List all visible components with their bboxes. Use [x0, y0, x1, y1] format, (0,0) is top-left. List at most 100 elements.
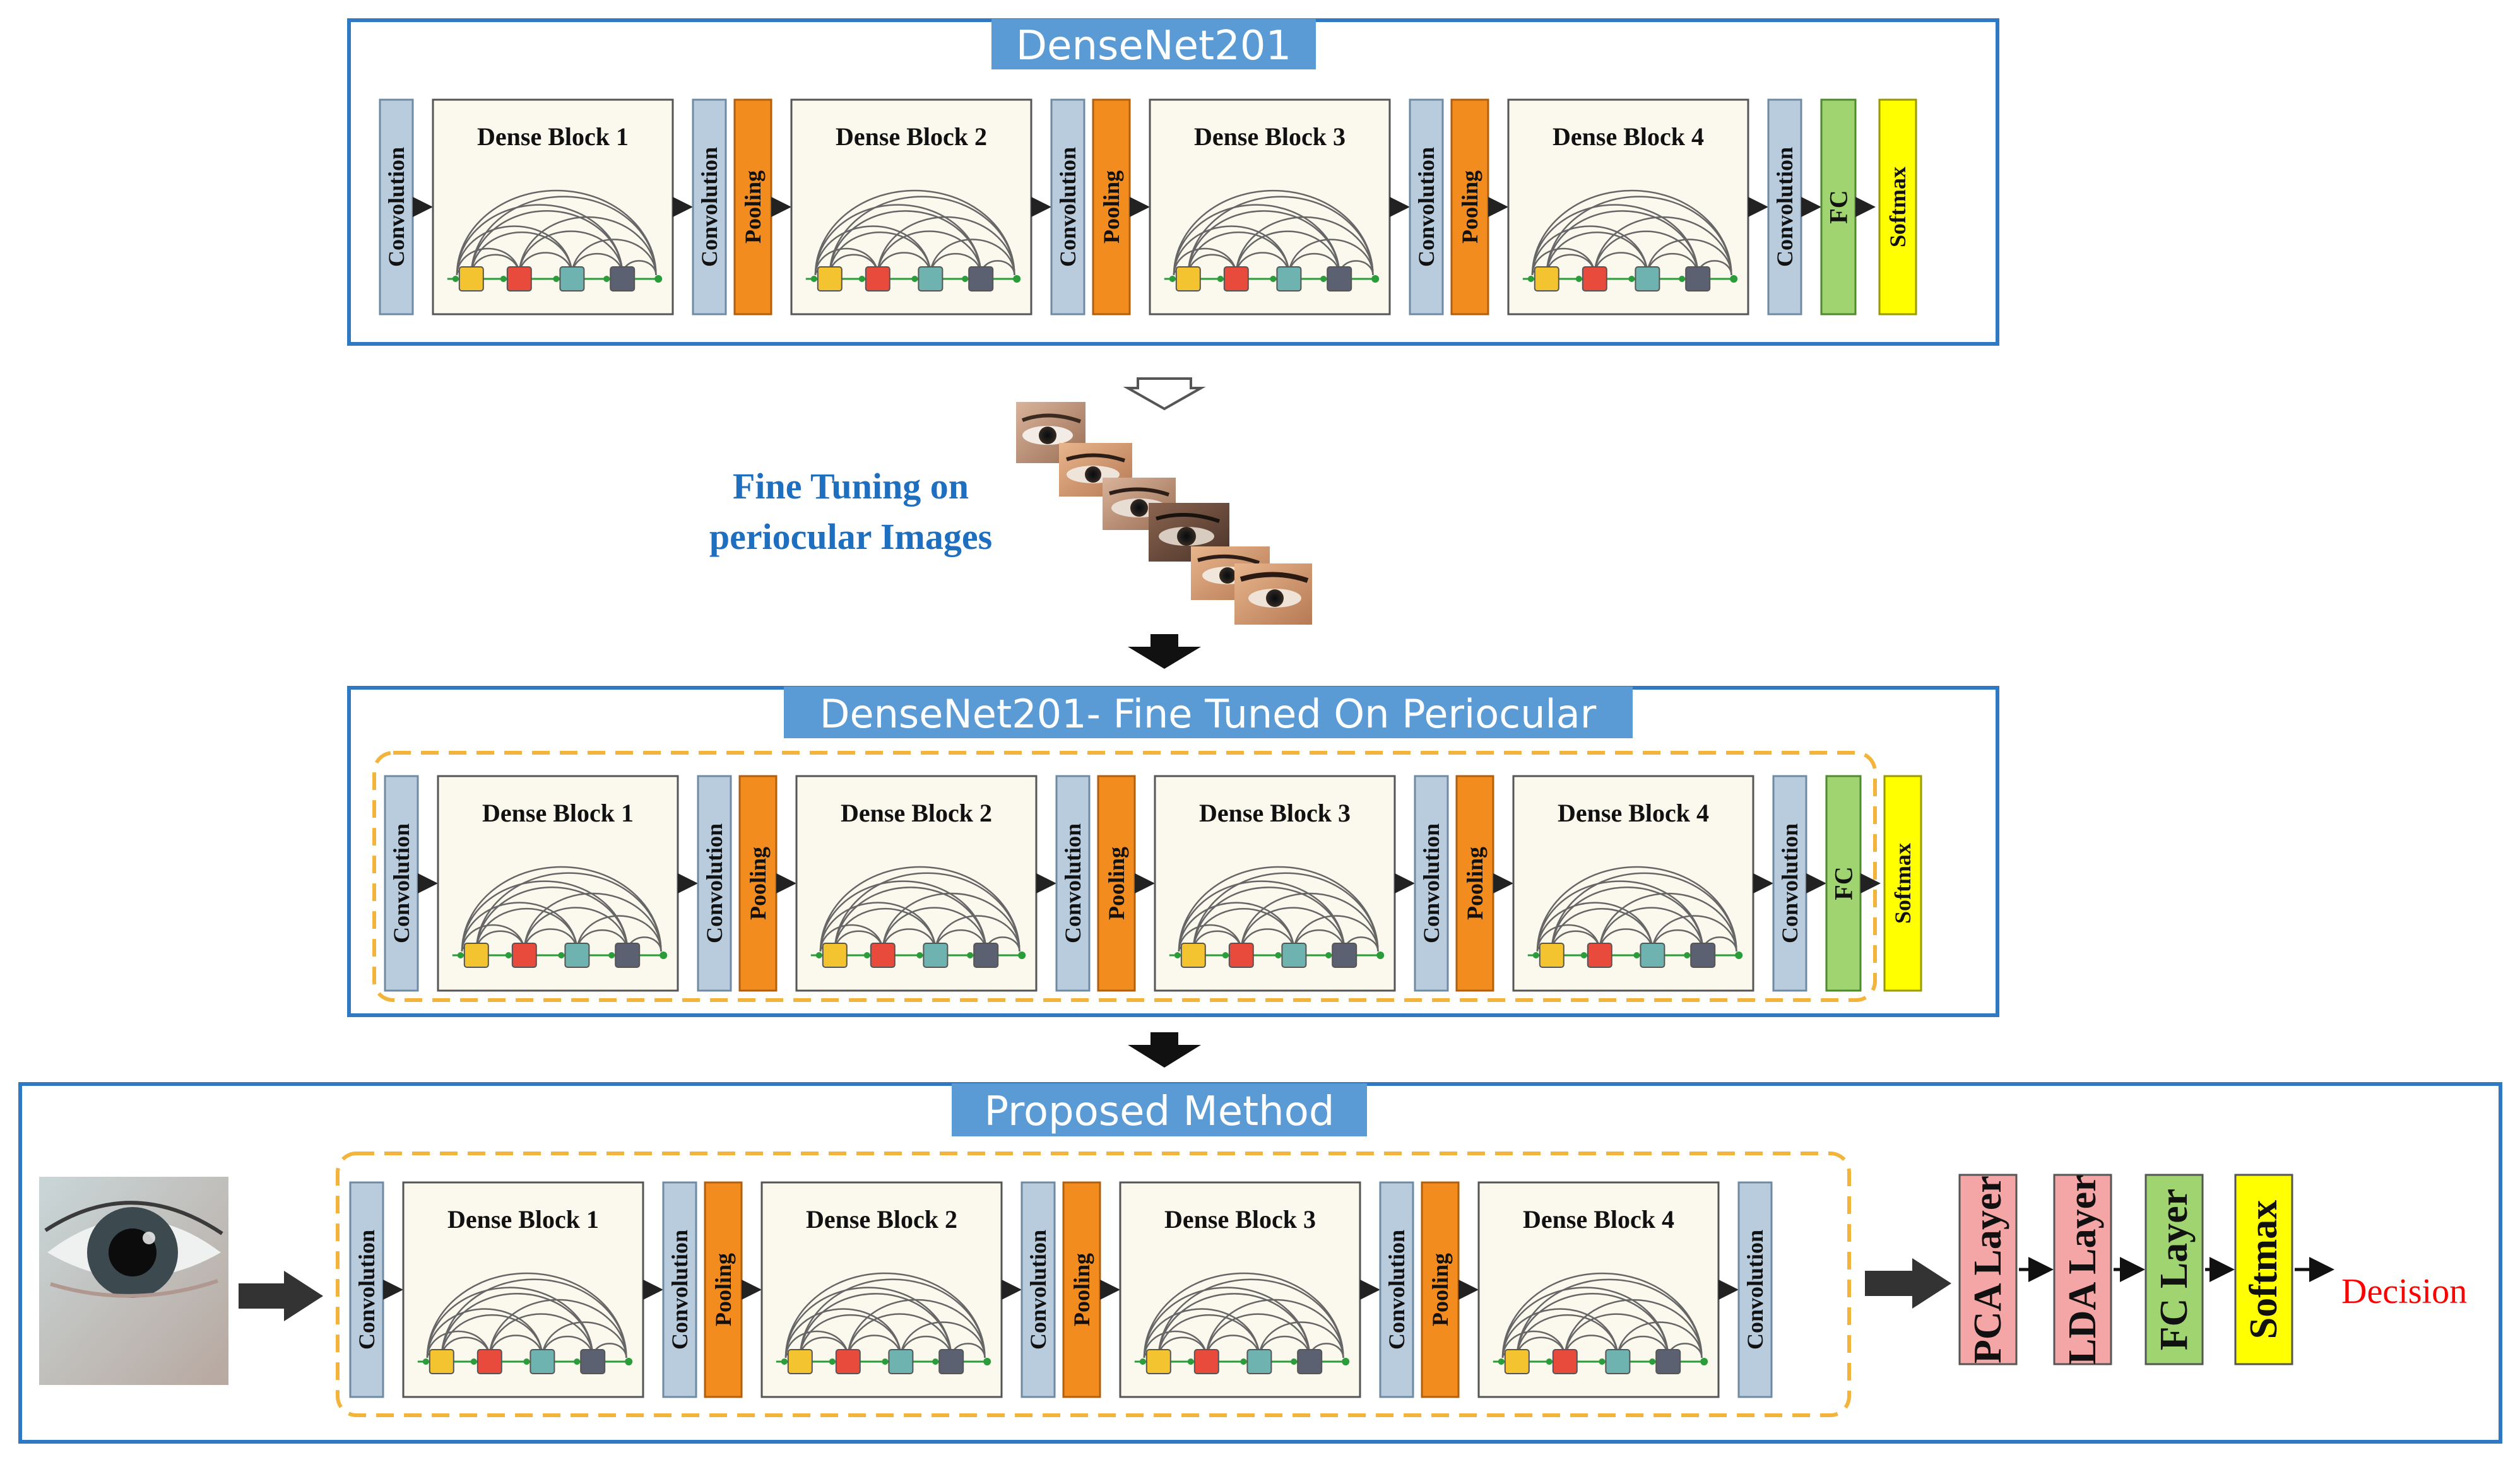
- dense-node: [1193, 1349, 1219, 1374]
- dense-block-label: Dense Block 1: [447, 1205, 599, 1234]
- convolution-layer-label: Convolution: [1055, 147, 1080, 267]
- dense-node: [1332, 943, 1358, 968]
- dense-node: [1504, 1349, 1530, 1374]
- dense-node: [968, 266, 994, 292]
- dense-node: [1552, 1349, 1578, 1374]
- dense-node: [564, 943, 590, 968]
- pooling-layer-label: Pooling: [740, 170, 766, 244]
- convolution-layer: Convolution: [1379, 1181, 1414, 1398]
- pooling-layer-label: Pooling: [1457, 170, 1482, 244]
- pooling-layer-label: Pooling: [1462, 847, 1488, 920]
- convolution-layer-label: Convolution: [1742, 1230, 1768, 1350]
- panel-title-bg-2: [784, 686, 1633, 738]
- hollow-down-arrow: [1123, 377, 1206, 411]
- convolution-layer-label: Convolution: [1384, 1230, 1409, 1350]
- dense-block-3: Dense Block 3: [1119, 1181, 1361, 1398]
- dense-node: [506, 266, 532, 292]
- periocular-image: [1234, 563, 1312, 625]
- panel-title-bg-1: [991, 19, 1316, 69]
- panel-title-1: DenseNet201: [1016, 23, 1291, 69]
- dense-block-label: Dense Block 2: [806, 1205, 957, 1234]
- convolution-layer-label: Convolution: [1772, 147, 1797, 267]
- convolution-layer-label: Convolution: [667, 1230, 692, 1350]
- dense-node: [529, 1349, 555, 1374]
- dense-block-label: Dense Block 3: [1199, 799, 1351, 827]
- pca-layer: PCA Layer: [1958, 1174, 2018, 1365]
- dense-block-2: Dense Block 2: [790, 98, 1032, 315]
- dense-block-1: Dense Block 1: [432, 98, 674, 315]
- convolution-layer-label: Convolution: [384, 147, 409, 267]
- dense-node: [822, 943, 848, 968]
- dashed-group-proposed: [336, 1152, 1851, 1417]
- dense-node: [1635, 266, 1660, 292]
- periocular-image: [1059, 443, 1132, 497]
- convolution-layer-label: Convolution: [702, 823, 727, 943]
- dense-block-label: Dense Block 4: [1558, 799, 1709, 827]
- fc-layer-head-label: FC Layer: [2153, 1189, 2196, 1351]
- dense-node: [1228, 943, 1254, 968]
- pooling-layer-label: Pooling: [1069, 1253, 1094, 1326]
- dense-node: [1281, 943, 1307, 968]
- dense-node: [511, 943, 537, 968]
- dense-node: [1297, 1349, 1323, 1374]
- dense-node: [610, 266, 636, 292]
- dense-node: [476, 1349, 502, 1374]
- dense-node: [429, 1349, 454, 1374]
- pooling-layer: Pooling: [704, 1181, 743, 1398]
- fc-layer-head: FC Layer: [2144, 1174, 2204, 1365]
- periocular-image: [1016, 402, 1085, 463]
- convolution-layer: Convolution: [1414, 775, 1449, 992]
- dense-node: [1534, 266, 1559, 292]
- dense-node: [938, 1349, 964, 1374]
- fc-layer-label: FC: [1830, 866, 1858, 900]
- convolution-layer: Convolution: [662, 1181, 697, 1398]
- down-arrow-2: [1128, 1032, 1201, 1068]
- convolution-layer-label: Convolution: [697, 147, 722, 267]
- softmax-layer-label: Softmax: [1890, 843, 1915, 924]
- dense-node: [1690, 943, 1716, 968]
- dense-block-1: Dense Block 1: [437, 775, 679, 992]
- dense-node: [923, 943, 949, 968]
- pooling-layer: Pooling: [1062, 1181, 1101, 1398]
- dense-block-1: Dense Block 1: [402, 1181, 644, 1398]
- dense-node: [817, 266, 843, 292]
- decision-label: Decision: [2341, 1272, 2467, 1311]
- fc-layer: FC: [1825, 775, 1862, 992]
- pooling-layer: Pooling: [1455, 775, 1494, 992]
- convolution-layer-label: Convolution: [1777, 823, 1802, 943]
- lda-layer-label: LDA Layer: [2061, 1174, 2104, 1364]
- dense-node: [1605, 1349, 1631, 1374]
- convolution-layer-label: Convolution: [1060, 823, 1085, 943]
- input-eye-image: [39, 1177, 228, 1385]
- input-arrow: [239, 1271, 323, 1321]
- dense-block-label: Dense Block 3: [1164, 1205, 1316, 1234]
- pooling-layer-label: Pooling: [1104, 847, 1129, 920]
- fc-layer-label: FC: [1825, 190, 1853, 223]
- pooling-layer: Pooling: [1450, 98, 1489, 315]
- periocular-images-stack: [1016, 402, 1312, 625]
- dense-node: [1685, 266, 1711, 292]
- convolution-layer: Convolution: [1055, 775, 1091, 992]
- convolution-layer: Convolution: [379, 98, 414, 315]
- dense-block-2: Dense Block 2: [760, 1181, 1003, 1398]
- softmax-head-label: Softmax: [2242, 1200, 2285, 1339]
- dense-node: [458, 266, 484, 292]
- pooling-layer: Pooling: [738, 775, 778, 992]
- dense-node: [559, 266, 585, 292]
- pooling-layer: Pooling: [1421, 1181, 1460, 1398]
- panel-title-bg-3: [952, 1083, 1367, 1136]
- dense-node: [580, 1349, 606, 1374]
- features-arrow: [1865, 1258, 1951, 1309]
- dense-block-2: Dense Block 2: [795, 775, 1038, 992]
- dense-node: [1655, 1349, 1681, 1374]
- convolution-layer: Convolution: [692, 98, 727, 315]
- convolution-layer-label: Convolution: [354, 1230, 379, 1350]
- dense-node: [870, 943, 896, 968]
- dense-block-label: Dense Block 1: [482, 799, 634, 827]
- convolution-layer-label: Convolution: [1414, 147, 1439, 267]
- convolution-layer: Convolution: [1020, 1181, 1056, 1398]
- panel-title-3: Proposed Method: [984, 1088, 1334, 1135]
- convolution-layer: Convolution: [1772, 775, 1807, 992]
- pooling-layer: Pooling: [1097, 775, 1136, 992]
- dense-block-label: Dense Block 2: [841, 799, 992, 827]
